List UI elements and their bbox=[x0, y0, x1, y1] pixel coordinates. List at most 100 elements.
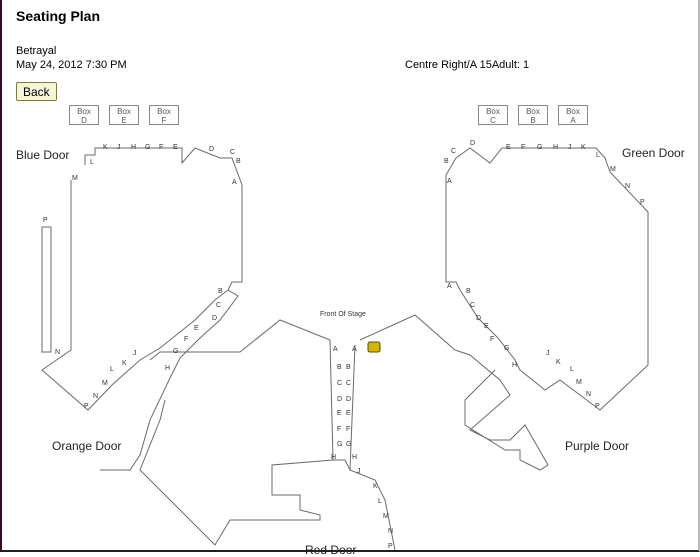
svg-text:N: N bbox=[625, 183, 630, 190]
svg-text:L: L bbox=[378, 498, 382, 505]
svg-text:L: L bbox=[110, 366, 114, 373]
back-button[interactable]: Back bbox=[16, 82, 57, 101]
svg-text:A: A bbox=[352, 346, 357, 353]
svg-text:H: H bbox=[131, 144, 136, 151]
svg-text:F: F bbox=[521, 144, 525, 151]
svg-text:D: D bbox=[212, 315, 217, 322]
box-letter: F bbox=[161, 116, 167, 125]
box-label: Box bbox=[566, 107, 580, 116]
svg-text:E: E bbox=[506, 144, 511, 151]
svg-text:D: D bbox=[476, 315, 481, 322]
svg-text:G: G bbox=[346, 441, 351, 448]
svg-text:K: K bbox=[556, 359, 561, 366]
section-stalls-right bbox=[349, 344, 396, 551]
svg-text:E: E bbox=[346, 410, 351, 417]
show-name: Betrayal bbox=[16, 45, 57, 57]
box-label: Box bbox=[117, 107, 131, 116]
svg-text:M: M bbox=[72, 175, 78, 182]
green-door-label: Green Door bbox=[622, 146, 685, 160]
svg-text:C: C bbox=[216, 302, 221, 309]
svg-text:A: A bbox=[447, 178, 452, 185]
svg-text:F: F bbox=[490, 336, 494, 343]
svg-text:F: F bbox=[337, 426, 341, 433]
svg-text:C: C bbox=[470, 302, 475, 309]
svg-text:E: E bbox=[484, 323, 489, 330]
blue-door-label: Blue Door bbox=[16, 148, 70, 162]
box-label: Box bbox=[157, 107, 171, 116]
svg-text:B: B bbox=[218, 288, 223, 295]
svg-text:D: D bbox=[337, 396, 342, 403]
svg-text:K: K bbox=[103, 144, 108, 151]
svg-text:L: L bbox=[596, 152, 600, 159]
box-letter: A bbox=[570, 116, 576, 125]
svg-text:F: F bbox=[346, 426, 350, 433]
svg-text:C: C bbox=[451, 148, 456, 155]
box-label: Box bbox=[526, 107, 540, 116]
svg-text:P: P bbox=[388, 543, 393, 550]
svg-text:C: C bbox=[230, 149, 235, 156]
svg-text:H: H bbox=[553, 144, 558, 151]
svg-text:L: L bbox=[570, 366, 574, 373]
svg-text:B: B bbox=[444, 158, 449, 165]
svg-text:G: G bbox=[145, 144, 150, 151]
svg-text:D: D bbox=[346, 396, 351, 403]
svg-text:A: A bbox=[232, 179, 237, 186]
svg-text:G: G bbox=[504, 345, 509, 352]
svg-text:J: J bbox=[546, 350, 550, 357]
selection-summary: Centre Right/A 15Adult: 1 bbox=[405, 59, 530, 71]
box-label: Box bbox=[486, 107, 500, 116]
svg-text:P: P bbox=[595, 403, 600, 410]
left-edge bbox=[0, 0, 2, 552]
show-datetime: May 24, 2012 7:30 PM bbox=[16, 59, 127, 71]
section-upper-right bbox=[445, 147, 649, 411]
stage-label: Front Of Stage bbox=[320, 311, 366, 318]
svg-text:H: H bbox=[331, 454, 336, 461]
box-letter: C bbox=[490, 116, 496, 125]
svg-text:N: N bbox=[586, 391, 591, 398]
svg-text:A: A bbox=[333, 346, 338, 353]
svg-text:G: G bbox=[337, 441, 342, 448]
svg-text:A: A bbox=[447, 283, 452, 290]
svg-text:L: L bbox=[90, 159, 94, 166]
svg-text:G: G bbox=[537, 144, 542, 151]
svg-text:J: J bbox=[133, 350, 137, 357]
svg-text:D: D bbox=[209, 146, 214, 153]
section-stalls-centre bbox=[359, 314, 549, 471]
svg-text:E: E bbox=[194, 325, 199, 332]
svg-text:B: B bbox=[337, 364, 342, 371]
svg-text:K: K bbox=[122, 360, 127, 367]
section-upper-left bbox=[84, 147, 243, 471]
box-letter: E bbox=[121, 116, 127, 125]
svg-text:H: H bbox=[352, 454, 357, 461]
svg-text:F: F bbox=[184, 336, 188, 343]
section-upper-left-wall bbox=[41, 180, 229, 411]
svg-text:N: N bbox=[93, 393, 98, 400]
svg-text:C: C bbox=[337, 380, 342, 387]
svg-text:E: E bbox=[173, 144, 178, 151]
svg-text:H: H bbox=[512, 362, 517, 369]
svg-text:D: D bbox=[470, 140, 475, 147]
svg-text:B: B bbox=[466, 288, 471, 295]
svg-text:K: K bbox=[373, 483, 378, 490]
svg-text:P: P bbox=[640, 199, 645, 206]
svg-text:H: H bbox=[165, 365, 170, 372]
svg-text:N: N bbox=[55, 349, 60, 356]
svg-text:J: J bbox=[357, 468, 361, 475]
svg-text:M: M bbox=[102, 380, 108, 387]
svg-text:J: J bbox=[568, 144, 572, 151]
purple-door-label: Purple Door bbox=[565, 439, 630, 453]
svg-text:F: F bbox=[159, 144, 163, 151]
svg-text:J: J bbox=[117, 144, 121, 151]
row-labels-left: L K J H G F E D C B A M P N B C D E F G … bbox=[43, 144, 241, 410]
section-stalls-left bbox=[139, 319, 334, 546]
section-side-left bbox=[41, 226, 52, 353]
row-labels-centre: A A B B C C D D E E F F G G H H J K L M … bbox=[331, 346, 393, 550]
